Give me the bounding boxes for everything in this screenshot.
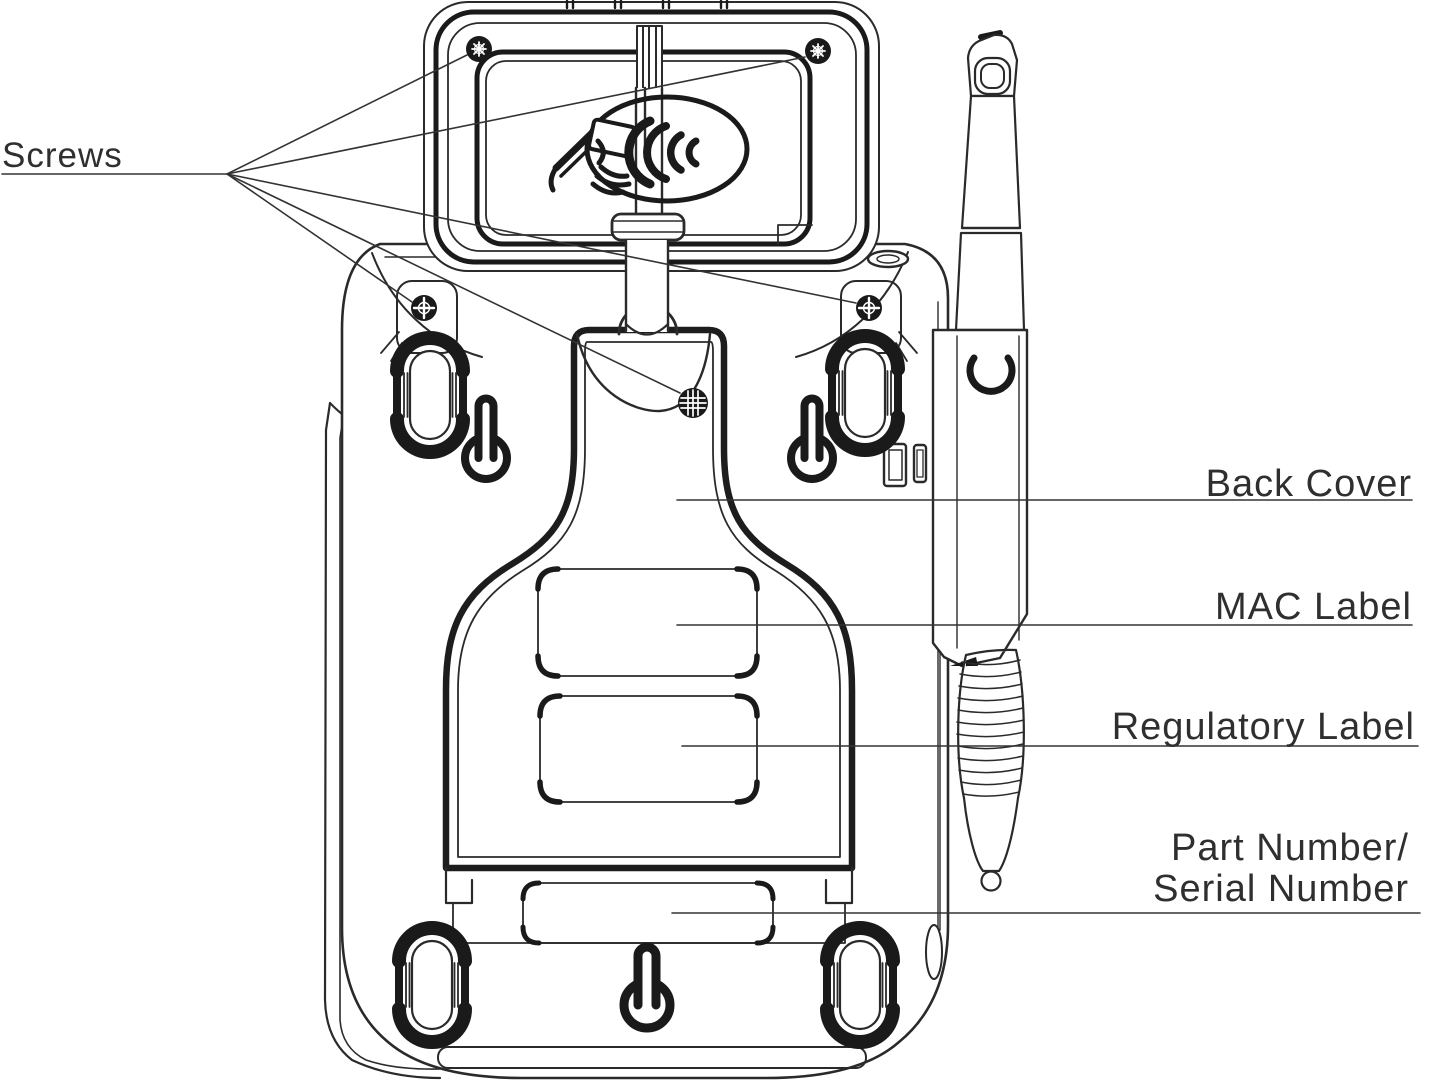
serial-number-line: Serial Number <box>1153 868 1409 910</box>
leader-lines <box>1 54 1421 914</box>
oval-boss-top-right <box>825 329 905 457</box>
screws-leader <box>1 54 857 394</box>
screw-icon-left <box>411 295 437 321</box>
keyhole-slot-icons <box>461 394 837 1033</box>
part-serial-callout: Part Number/Serial Number <box>1153 828 1409 910</box>
screws <box>411 36 882 418</box>
part-number-line: Part Number/ <box>1171 827 1409 869</box>
back-cover-callout: Back Cover <box>1205 463 1412 505</box>
screw-icon-top-right <box>805 38 831 64</box>
oval-bosses <box>390 329 905 1049</box>
screw-icon-center <box>678 388 708 418</box>
screw-icon-top-left <box>466 36 492 62</box>
screw-icon-right <box>856 295 882 321</box>
regulatory-label-callout: Regulatory Label <box>1111 706 1415 748</box>
oval-boss-bottom-right <box>820 921 900 1049</box>
stylus-icon <box>931 30 1029 931</box>
oval-boss-bottom-left <box>392 921 472 1049</box>
oval-boss-top-left <box>390 331 470 459</box>
contactless-payment-icon <box>548 94 750 204</box>
regulatory-label-area <box>537 693 760 805</box>
mac-label-area <box>535 566 760 679</box>
screws-callout: Screws <box>2 136 123 175</box>
mac-label-callout: MAC Label <box>1215 586 1412 628</box>
